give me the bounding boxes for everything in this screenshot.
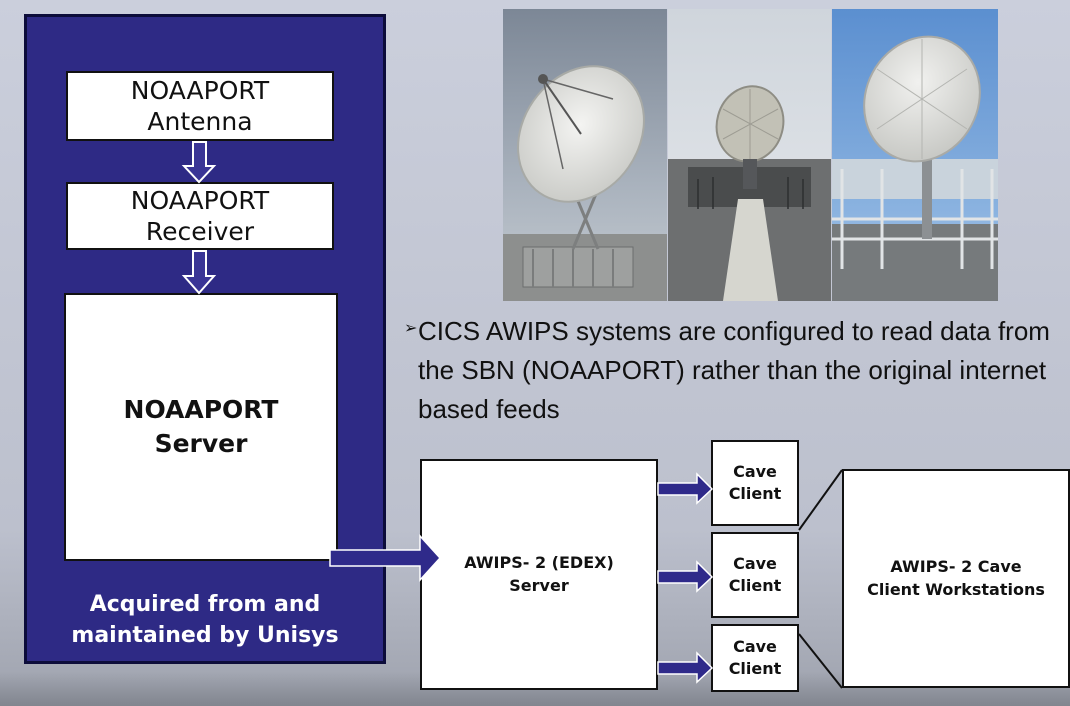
noaaport-server-box: NOAAPORT Server <box>64 293 338 561</box>
cave-client-box: Cave Client <box>711 624 799 692</box>
satellite-dish-photo-1 <box>503 9 667 301</box>
bullet-arrow-icon: ➢ <box>404 318 418 337</box>
arrow-edex-to-cave-3 <box>657 651 714 684</box>
cave-client-workstations-box: AWIPS- 2 Cave Client Workstations <box>842 469 1070 688</box>
arrow-antenna-to-receiver <box>181 141 217 184</box>
awips-edex-server-box: AWIPS- 2 (EDEX) Server <box>420 459 658 690</box>
satellite-dish-photo-3 <box>832 9 998 301</box>
arrow-edex-to-cave-1 <box>657 472 714 505</box>
bullet-text: CICS AWIPS systems are configured to rea… <box>418 316 1050 424</box>
arrow-server-to-edex <box>329 534 442 582</box>
unisys-caption: Acquired from and maintained by Unisys <box>71 592 339 648</box>
arrow-receiver-to-server <box>181 250 217 295</box>
noaaport-receiver-box: NOAAPORT Receiver <box>66 182 334 250</box>
noaaport-antenna-box: NOAAPORT Antenna <box>66 71 334 141</box>
cave-client-box: Cave Client <box>711 532 799 618</box>
arrow-edex-to-cave-2 <box>657 560 714 593</box>
cave-client-box: Cave Client <box>711 440 799 526</box>
satellite-dish-photo-2 <box>668 9 831 301</box>
bracket-lines <box>798 469 843 689</box>
